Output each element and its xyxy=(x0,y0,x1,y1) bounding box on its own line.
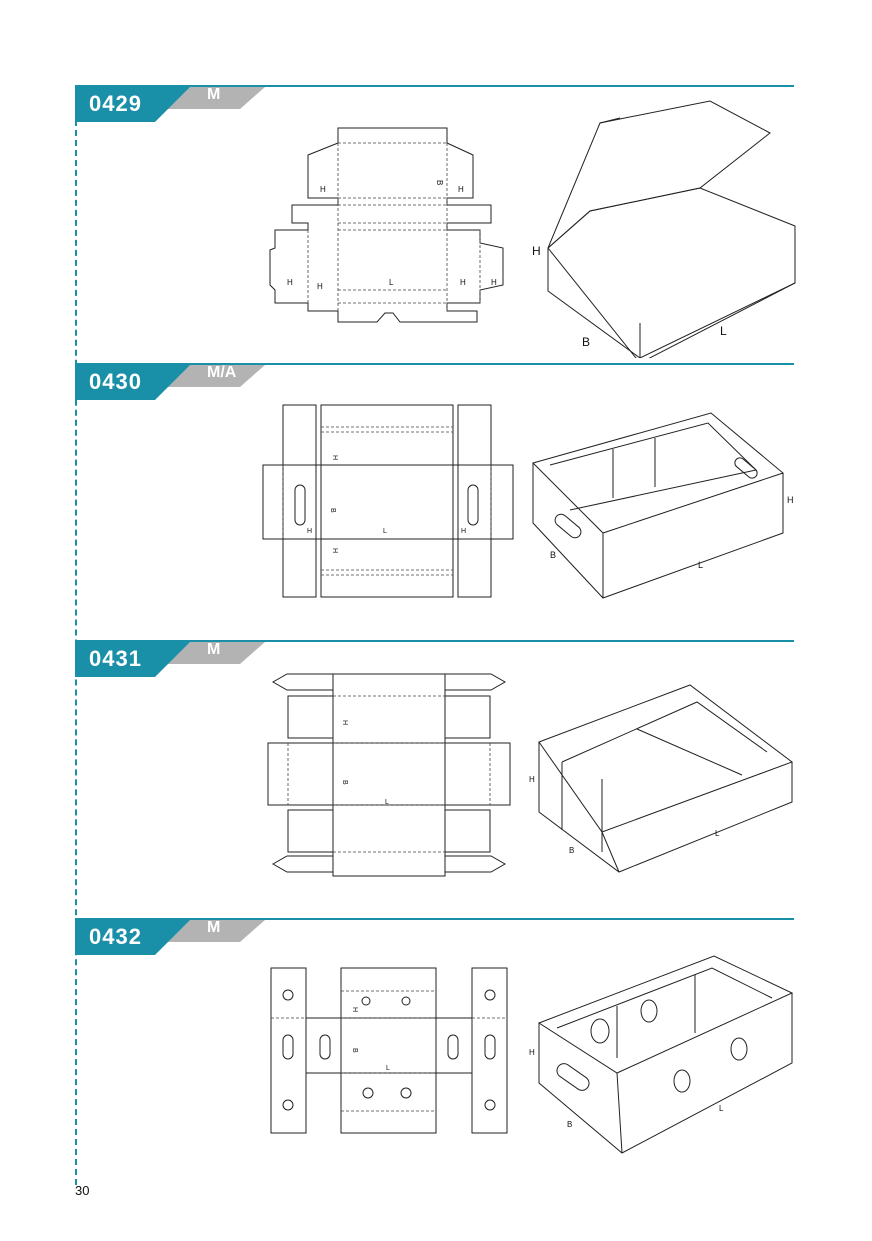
dim-label: B xyxy=(582,335,590,349)
code-tab: 0432 M xyxy=(75,918,315,955)
dim-label: L xyxy=(386,1065,390,1072)
dim-label: H xyxy=(287,278,293,287)
product-class: M xyxy=(207,641,221,658)
section-0429: 0429 M H H H H H H L B xyxy=(0,85,872,365)
dim-label: B xyxy=(435,180,444,185)
box-3d-illustration: H B L xyxy=(532,100,796,358)
dim-label: H xyxy=(532,244,541,258)
dim-label: H xyxy=(787,495,794,505)
dim-label: L xyxy=(719,1104,724,1113)
dim-label: H xyxy=(351,1007,358,1012)
product-class: M xyxy=(207,86,221,103)
dim-label: H xyxy=(529,775,535,784)
dim-label: H xyxy=(341,720,348,725)
dim-label: L xyxy=(389,278,394,287)
section-divider xyxy=(75,640,794,642)
section-0431: 0431 M H B L H B xyxy=(0,640,872,920)
section-0430: 0430 M/A H H B L H H xyxy=(0,363,872,643)
dim-label: L xyxy=(385,799,389,806)
dim-label: L xyxy=(698,560,703,570)
dim-label: B xyxy=(329,508,336,513)
dim-label: B xyxy=(567,1120,572,1129)
product-code: 0431 xyxy=(89,646,142,671)
dim-label: H xyxy=(320,185,326,194)
dim-label: H xyxy=(491,278,497,287)
product-class: M/A xyxy=(207,364,237,381)
dim-label: H xyxy=(529,1048,535,1057)
section-divider xyxy=(75,363,794,365)
code-tab: 0431 M xyxy=(75,640,315,677)
box-3d-illustration: B L H xyxy=(532,412,794,599)
dim-label: H xyxy=(461,528,466,535)
flat-layout-diagram: H B L xyxy=(270,967,508,1134)
dim-label: H xyxy=(331,548,338,553)
code-tab: 0430 M/A xyxy=(75,363,315,400)
dim-label: H xyxy=(317,282,323,291)
dim-label: B xyxy=(351,1048,358,1053)
dim-label: H xyxy=(307,528,312,535)
dim-label: L xyxy=(720,324,727,338)
flat-layout-diagram: H B L xyxy=(267,673,511,877)
product-code: 0430 xyxy=(89,369,142,394)
box-3d-illustration: H B L xyxy=(529,955,794,1154)
section-divider xyxy=(75,85,794,87)
dim-label: H xyxy=(331,455,338,460)
page-number: 30 xyxy=(75,1183,90,1198)
dim-label: L xyxy=(383,528,387,535)
product-code: 0429 xyxy=(89,91,142,116)
flat-layout-diagram: H H B L H H xyxy=(262,404,514,598)
section-0432: 0432 M H B L xyxy=(0,918,872,1198)
dim-label: B xyxy=(550,550,556,560)
dim-label: H xyxy=(460,278,466,287)
dim-label: B xyxy=(569,846,574,855)
dim-label: L xyxy=(715,829,720,838)
box-3d-illustration: H B L xyxy=(529,684,794,873)
section-divider xyxy=(75,918,794,920)
code-tab: 0429 M xyxy=(75,85,315,122)
product-code: 0432 xyxy=(89,924,142,949)
flat-layout-diagram: H H H H H H L B xyxy=(269,127,504,323)
product-class: M xyxy=(207,919,221,936)
dim-label: H xyxy=(458,185,464,194)
dim-label: B xyxy=(341,780,348,785)
